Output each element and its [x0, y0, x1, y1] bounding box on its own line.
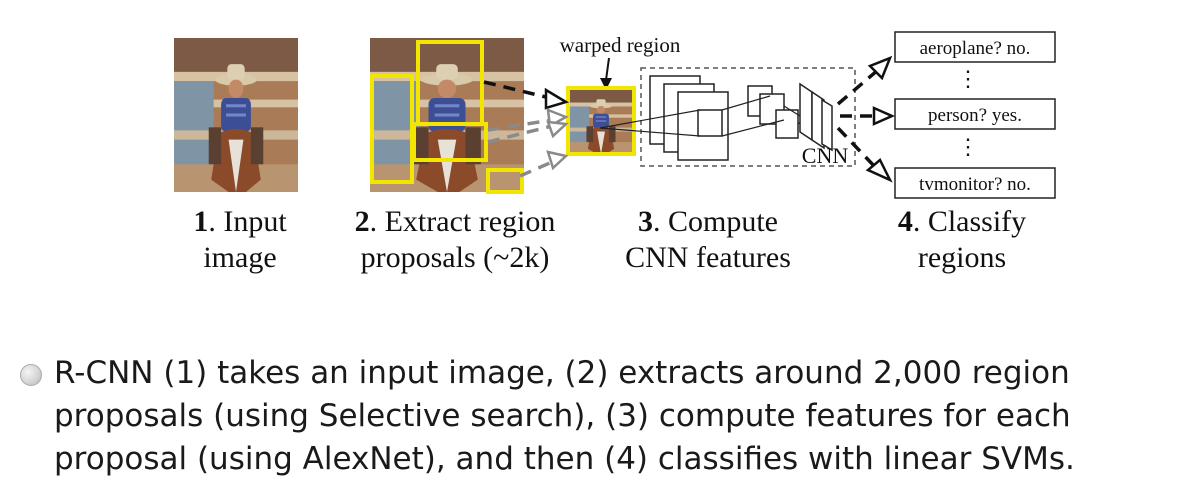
warped-pointer-arrow: [605, 57, 610, 81]
ellipsis-bottom: ⋮: [957, 134, 979, 159]
input-image: [174, 38, 298, 192]
step-3-title: . Compute: [653, 205, 778, 238]
class-box-aeroplane: [894, 31, 1056, 63]
step-4-subtitle: regions: [917, 241, 1007, 274]
class-boxes: aeroplane? no. ⋮ person? yes. ⋮ tvmonito…: [894, 31, 1056, 199]
step-3-subtitle: CNN features: [625, 241, 791, 274]
rcnn-pipeline-diagram: warped region: [174, 31, 1056, 199]
warped-region-image: [566, 86, 636, 156]
step-1-title: . Input: [208, 205, 287, 238]
class-label-person: person? yes.: [928, 105, 1022, 126]
step-1-caption: 1. Input image: [160, 204, 320, 276]
classify-arrowheads: [865, 55, 896, 183]
step-2-title: . Extract region: [369, 205, 556, 238]
warped-region-label: warped region: [560, 33, 681, 57]
step-2-number: 2: [354, 205, 370, 238]
region-proposal-boxes: [370, 40, 524, 194]
bullet-text: R-CNN (1) takes an input image, (2) extr…: [54, 355, 1075, 477]
step-1-subtitle: image: [203, 241, 277, 274]
class-label-tvmonitor: tvmonitor? no.: [919, 174, 1031, 195]
step-2-caption: 2. Extract region proposals (~2k): [335, 204, 575, 276]
step-1-number: 1: [193, 205, 209, 238]
step-3-number: 3: [638, 205, 653, 238]
class-box-tvmonitor: [894, 167, 1056, 199]
step-4-number: 4: [897, 205, 913, 238]
step-4-title: . Classify: [912, 205, 1027, 238]
step-4-caption: 4. Classify regions: [872, 204, 1052, 276]
proposals-image: [370, 38, 524, 194]
warp-arrowheads: [544, 87, 570, 171]
bullet-circle-icon: [20, 364, 42, 386]
classify-arrows: [836, 68, 880, 170]
ellipsis-top: ⋮: [957, 66, 979, 91]
warp-arrows: [483, 80, 553, 178]
cnn-block: CNN: [599, 67, 856, 168]
step-3-caption: 3. Compute CNN features: [608, 204, 808, 276]
class-label-aeroplane: aeroplane? no.: [920, 38, 1031, 59]
step-2-subtitle: proposals (~2k): [360, 241, 550, 274]
cnn-label: CNN: [802, 143, 849, 168]
class-box-person: [894, 98, 1056, 130]
